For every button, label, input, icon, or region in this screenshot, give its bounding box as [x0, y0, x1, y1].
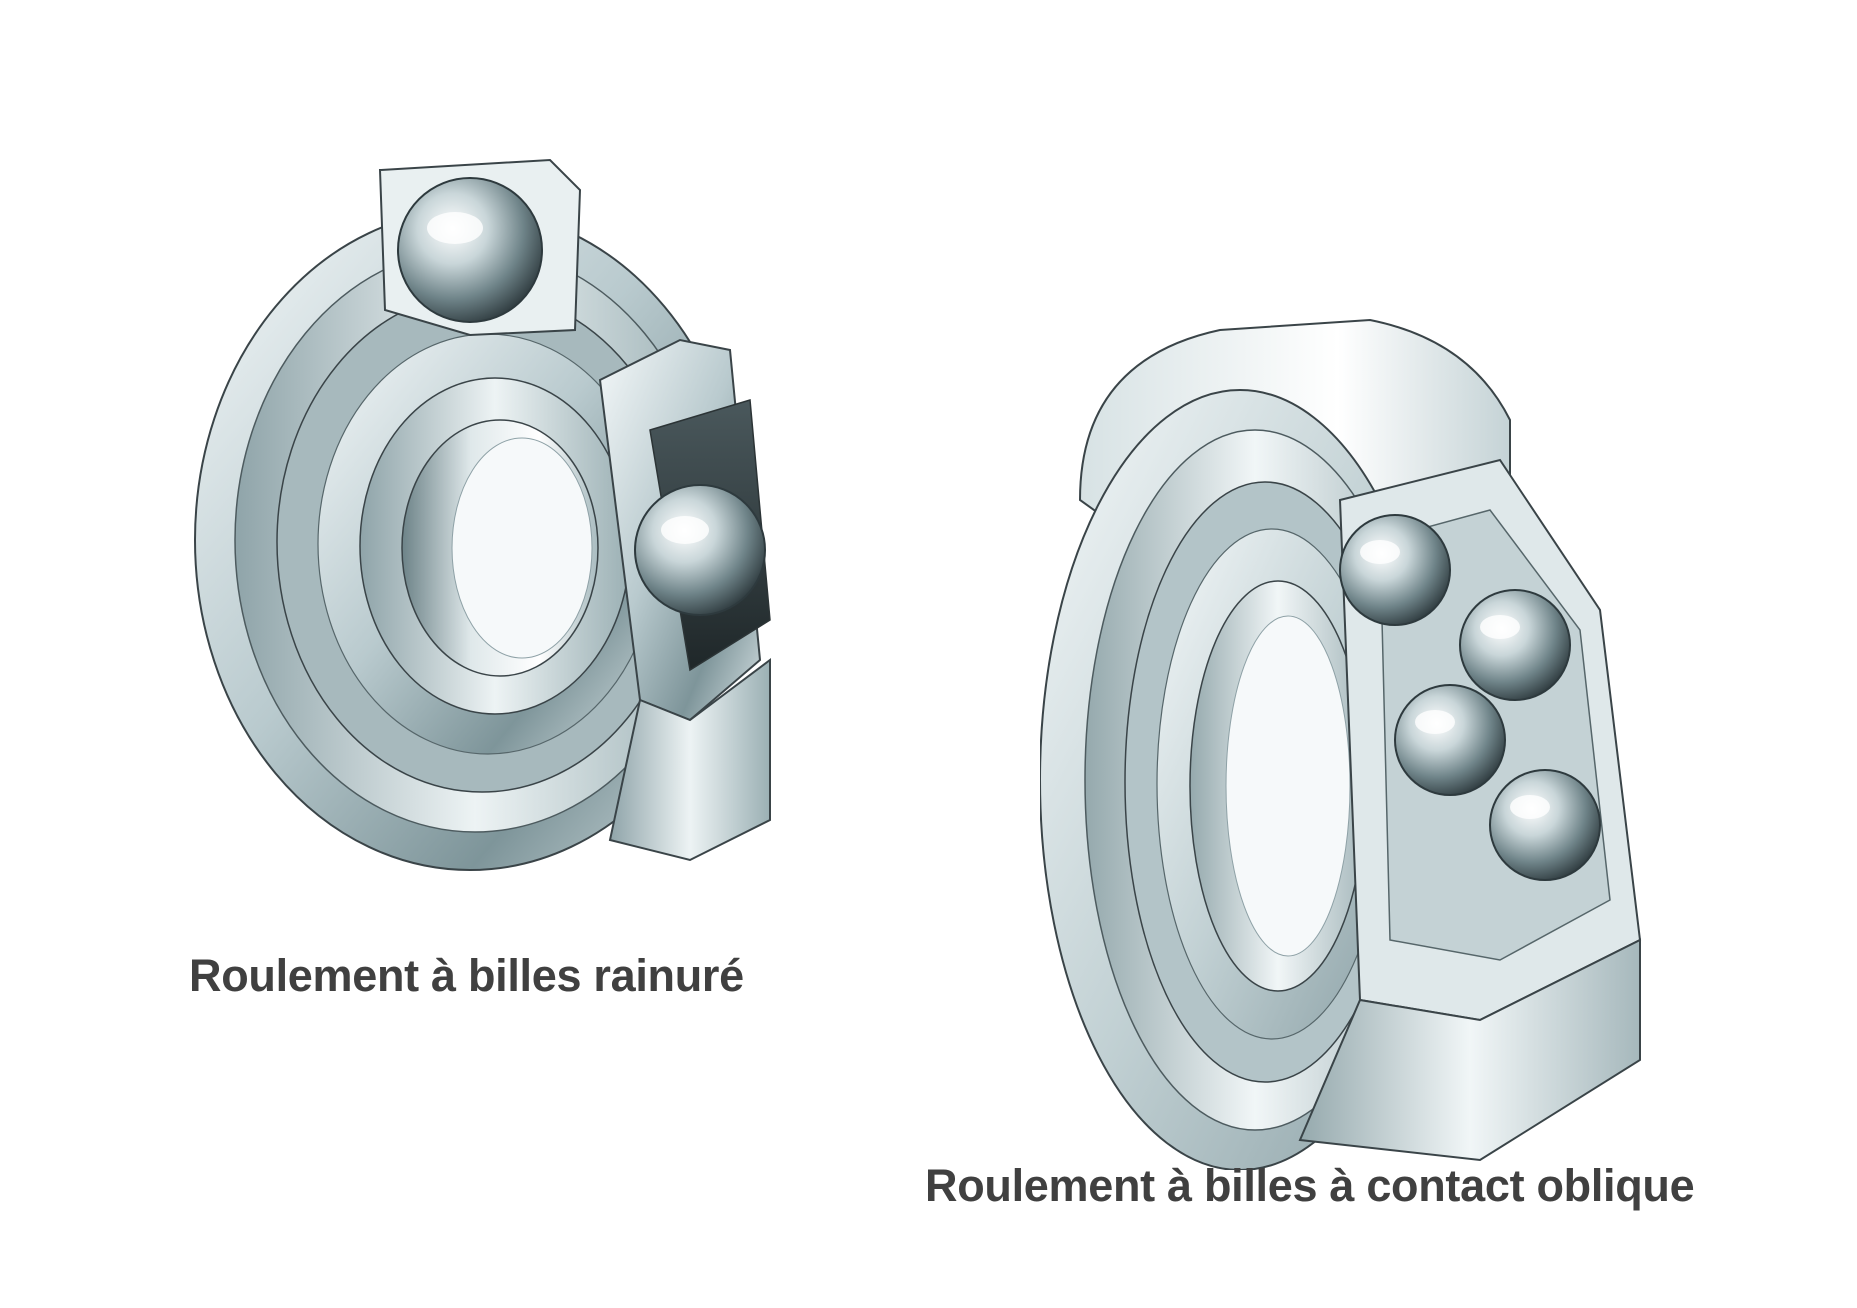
deep-groove-ball-bearing-illustration	[170, 100, 890, 940]
angular-contact-ball-bearing-illustration	[1040, 300, 1680, 1170]
deep-groove-ball-bearing-icon	[194, 158, 771, 871]
double-row-angular-contact-ball-bearing-icon	[1040, 318, 1642, 1170]
caption-deep-groove-ball-bearing: Roulement à billes rainuré	[189, 950, 744, 1001]
caption-angular-contact-ball-bearing: Roulement à billes à contact oblique	[925, 1160, 1695, 1211]
